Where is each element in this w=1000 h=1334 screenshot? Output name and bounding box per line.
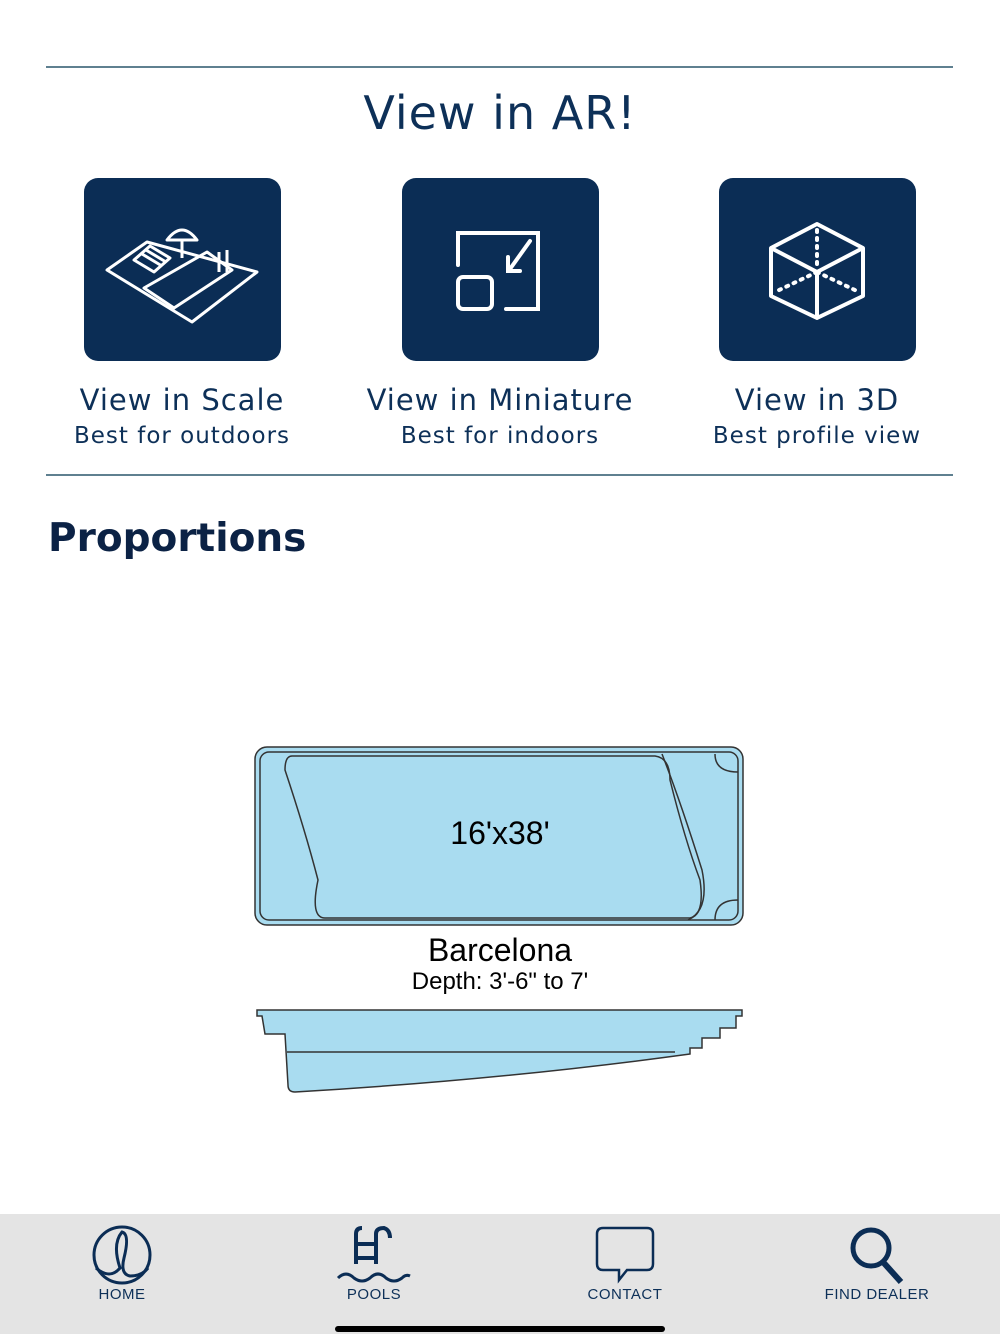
pool-depth: Depth: 3'-6" to 7' — [411, 968, 589, 995]
view-in-scale-button[interactable]: View in Scale Best for outdoors — [32, 178, 332, 449]
search-icon — [850, 1227, 904, 1285]
proportions-heading: Proportions — [48, 516, 307, 561]
tab-label: FIND DEALER — [824, 1286, 930, 1303]
view-in-miniature-button[interactable]: View in Miniature Best for indoors — [350, 178, 650, 449]
chat-bubble-icon — [595, 1226, 655, 1284]
view-in-3d-button[interactable]: View in 3D Best profile view — [667, 178, 967, 449]
option-label: View in 3D — [734, 383, 900, 417]
bottom-tab-bar: HOME POOLS CONTACT FIND DEALER — [0, 1214, 1000, 1334]
tab-contact[interactable]: CONTACT — [545, 1224, 705, 1303]
option-subtitle: Best profile view — [712, 423, 922, 449]
pool-ladder-icon — [336, 1225, 411, 1283]
tab-label: POOLS — [346, 1286, 402, 1303]
tab-pools[interactable]: POOLS — [294, 1224, 454, 1303]
divider — [46, 66, 953, 68]
option-subtitle: Best for outdoors — [73, 423, 291, 449]
home-logo-icon — [92, 1225, 152, 1285]
tab-label: CONTACT — [587, 1286, 663, 1303]
option-subtitle: Best for indoors — [400, 423, 600, 449]
divider — [46, 474, 953, 476]
pool-diagram — [254, 746, 744, 1093]
option-label: View in Miniature — [366, 383, 634, 417]
tab-home[interactable]: HOME — [42, 1224, 202, 1303]
option-label: View in Scale — [79, 383, 285, 417]
pool-scene-icon — [83, 178, 281, 361]
home-indicator[interactable] — [335, 1326, 665, 1332]
pool-size: 16'x38' — [450, 815, 550, 851]
tab-find-dealer[interactable]: FIND DEALER — [797, 1224, 957, 1303]
pool-name: Barcelona — [427, 932, 573, 968]
tab-label: HOME — [98, 1286, 146, 1303]
cube-icon — [718, 178, 916, 361]
shrink-icon — [401, 178, 599, 361]
ar-title: View in AR! — [363, 86, 637, 140]
